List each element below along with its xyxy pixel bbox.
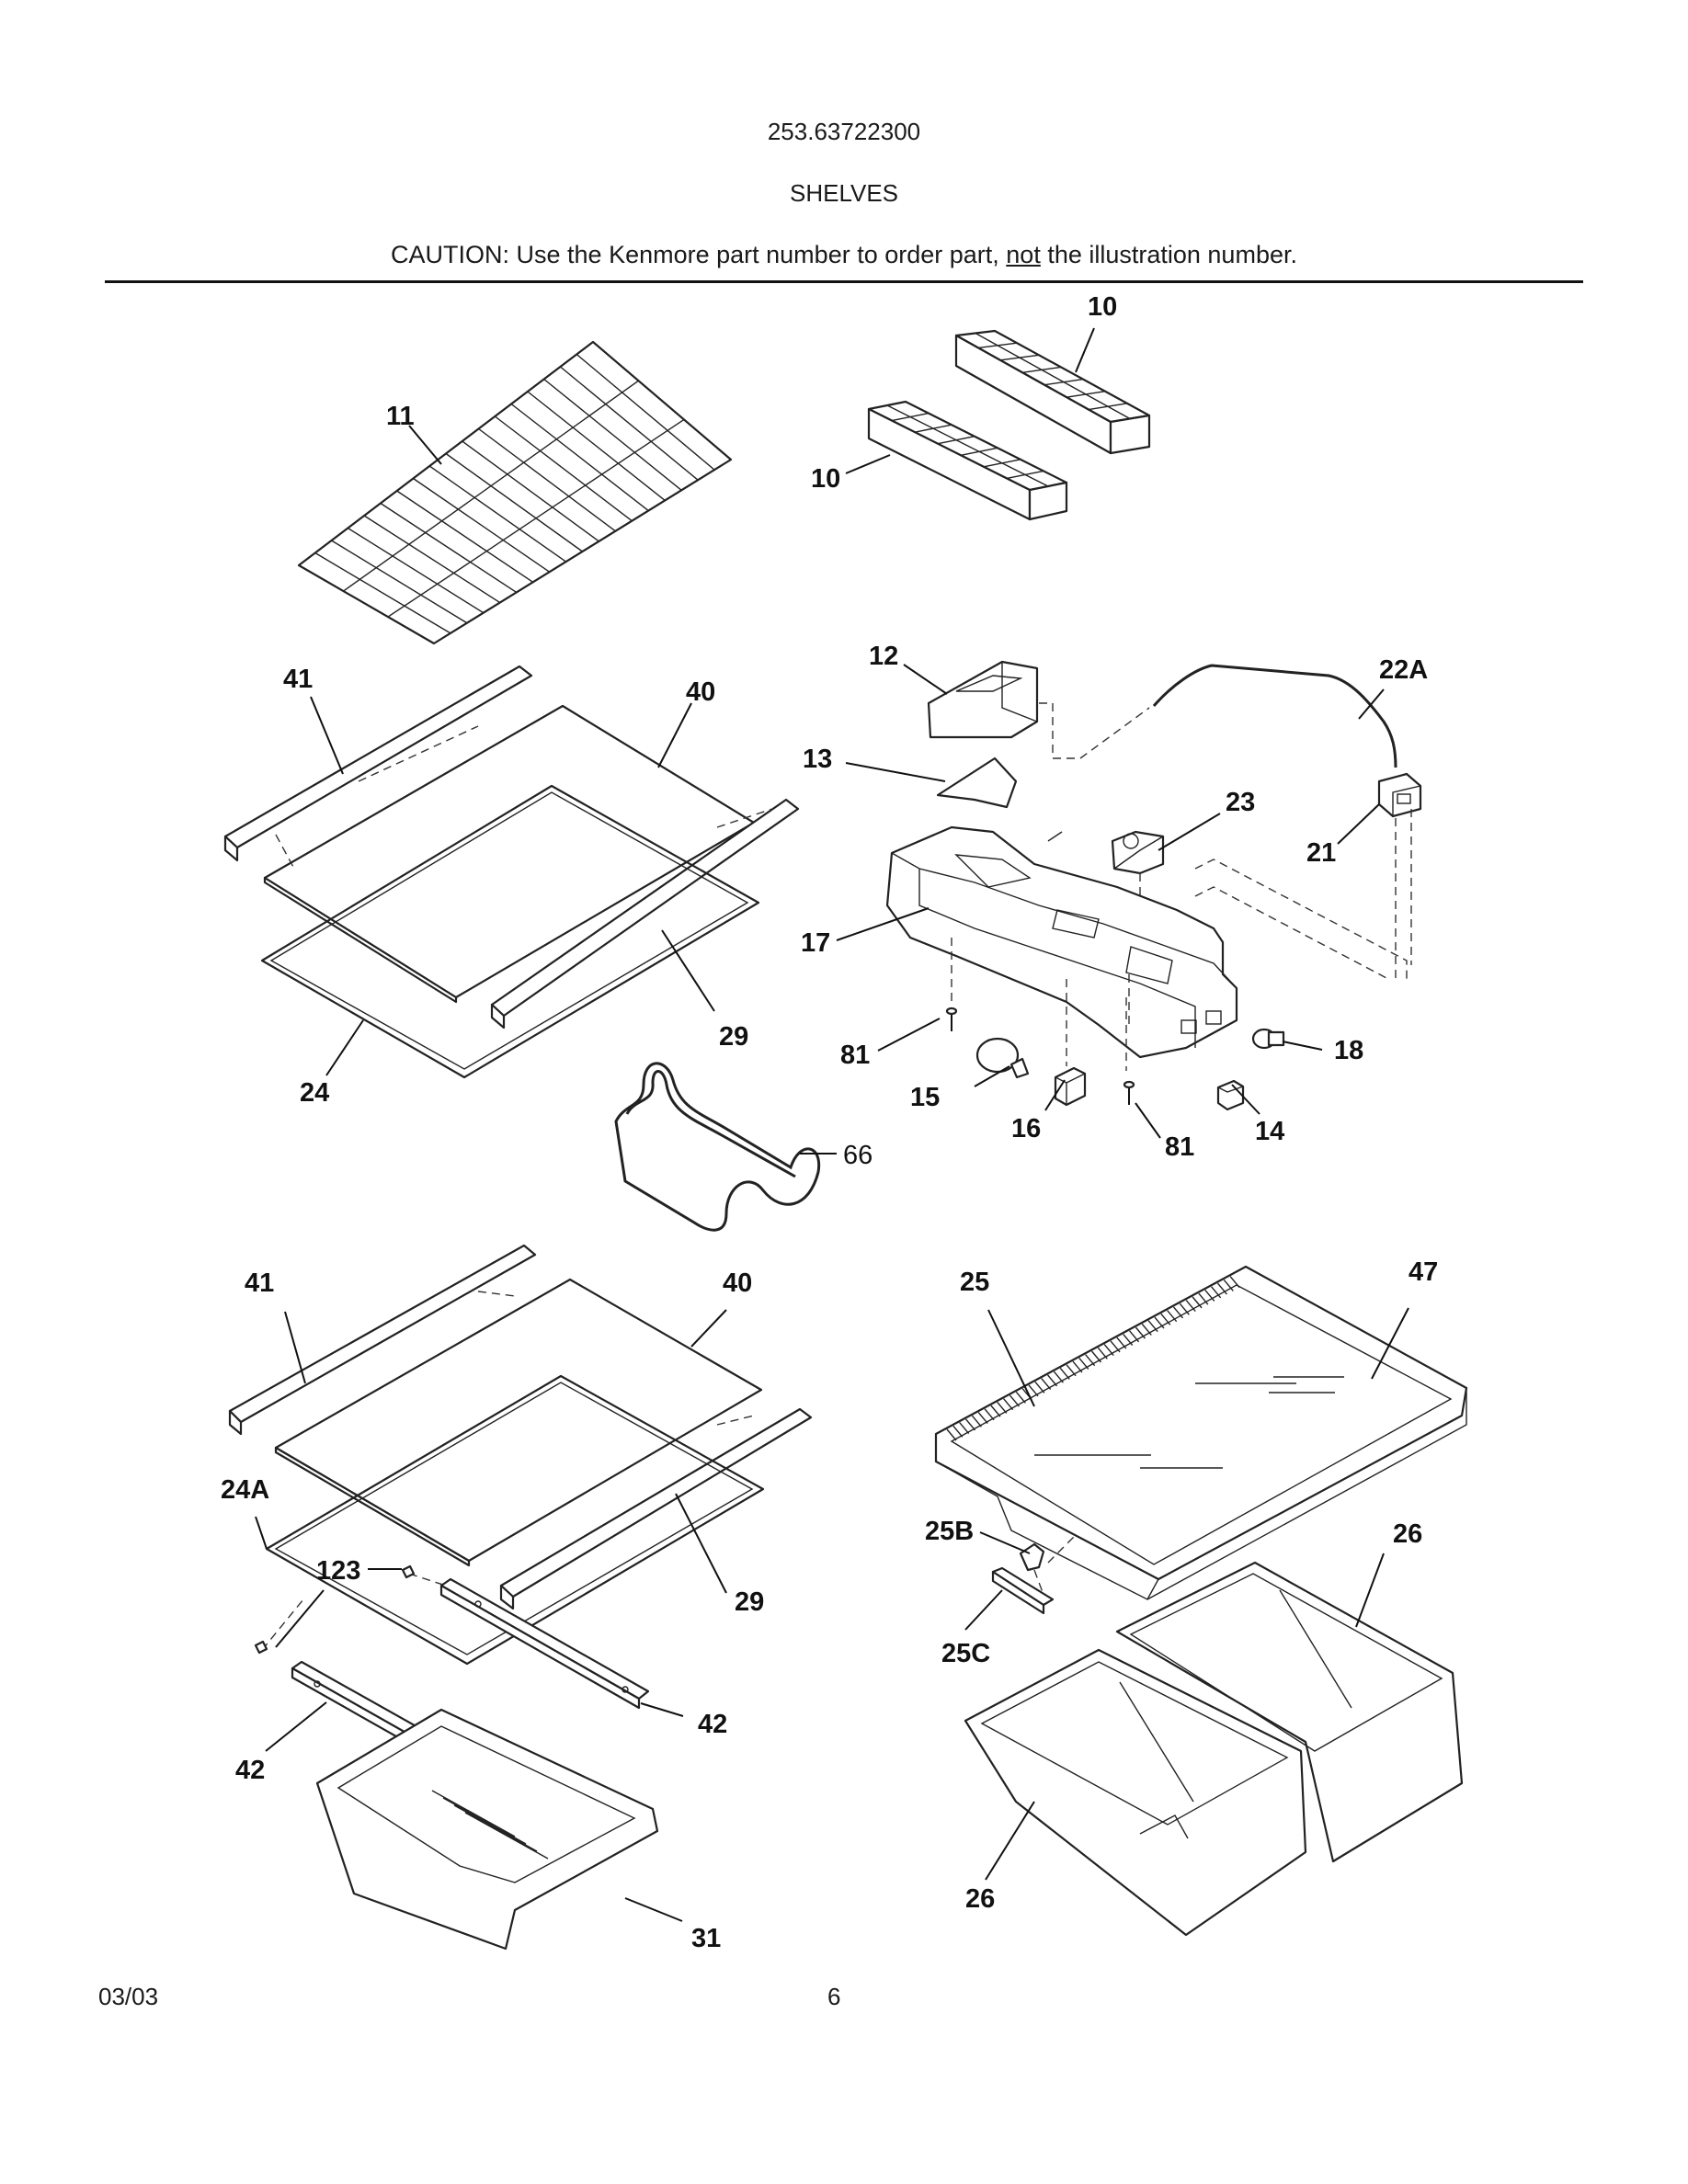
callout-81-center: 81 [1165,1132,1194,1162]
timer-motor [1111,830,1165,875]
switch-part-14 [1216,1079,1245,1111]
switch-part-21 [1377,772,1422,818]
deflector [936,756,1018,809]
ice-tray-lower [867,400,1068,521]
callout-31: 31 [691,1924,721,1953]
cover-support-25C [991,1566,1055,1615]
callout-14: 14 [1255,1117,1284,1146]
callout-18: 18 [1334,1036,1363,1065]
ice-bucket-insert [927,660,1039,739]
callout-22A: 22A [1379,655,1428,685]
wine-rack [614,1062,821,1232]
callout-13: 13 [803,745,832,774]
screw-123-upper [401,1564,416,1579]
shelf-frame-lower [265,1374,765,1666]
shelf-rear-trim-upper [490,798,800,1029]
callout-41-upper: 41 [283,665,313,694]
callout-21: 21 [1306,838,1336,868]
light-bulb [975,1037,1030,1079]
revision-date: 03/03 [98,1983,159,2010]
section-title: SHELVES [789,179,898,207]
callout-10-upper: 10 [1088,292,1117,322]
callout-42-right: 42 [698,1710,727,1739]
wire-shelf-rack [297,340,733,645]
caution-text-end: the illustration number. [1040,241,1297,268]
shelf-rear-trim-lower [499,1407,813,1610]
leader-lines [255,327,1409,1922]
crisper-cover [934,1265,1468,1600]
callout-11: 11 [386,402,415,431]
callout-25B: 25B [925,1517,974,1546]
ice-tray-upper [954,329,1151,455]
actuator-button [1251,1028,1285,1050]
callout-12: 12 [869,642,898,671]
caution-emphasis: not [1006,241,1041,268]
callout-25C: 25C [941,1639,990,1668]
callout-24: 24 [300,1078,329,1108]
callout-26-rear: 26 [1393,1519,1422,1549]
glass-shelf-upper [263,704,756,1004]
callout-47: 47 [1409,1257,1438,1287]
callout-26-front: 26 [965,1884,995,1914]
light-socket [1054,1066,1087,1107]
callout-29-upper: 29 [719,1022,748,1052]
dispenser-housing [885,825,1238,1059]
caution-text: CAUTION: Use the Kenmore part number to … [391,241,1007,268]
wire-harness [1152,664,1397,768]
callout-17: 17 [801,928,830,958]
callout-29-lower: 29 [735,1587,764,1617]
crisper-drawer-26-front [964,1648,1307,1937]
callout-123: 123 [316,1556,360,1586]
callout-labels: 11 10 10 41 40 29 24 12 22A 13 23 21 17 … [221,292,1438,1953]
screw-81-center [1123,1080,1135,1105]
callout-10-lower: 10 [811,464,840,494]
caution-notice: CAUTION: Use the Kenmore part number to … [0,241,1688,269]
callout-16: 16 [1011,1114,1041,1143]
callout-40-lower: 40 [723,1268,752,1298]
callout-81-left: 81 [840,1041,870,1070]
callout-23: 23 [1226,788,1255,817]
callout-42-left: 42 [235,1756,265,1785]
cover-clip-25B [1019,1542,1045,1572]
callout-66: 66 [843,1141,873,1170]
shelf-front-trim-lower [228,1244,537,1436]
callout-41-lower: 41 [245,1268,274,1298]
callout-25: 25 [960,1268,989,1297]
header-rule [105,280,1583,283]
crisper-drawer-26-rear [1115,1561,1464,1863]
crisper-drawer-31 [315,1708,659,1951]
glass-shelf-lower [274,1278,763,1567]
shelf-front-trim-upper [223,665,533,862]
callout-40-upper: 40 [686,677,715,707]
model-number: 253.63722300 [767,118,921,145]
shelf-frame-upper [260,784,760,1079]
screw-123-lower [254,1640,268,1655]
callout-24A: 24A [221,1475,269,1505]
callout-15: 15 [910,1083,940,1112]
shelf-slide-rail-right [439,1577,650,1710]
page-number: 6 [827,1983,841,2010]
screw-81-left [945,1007,958,1031]
